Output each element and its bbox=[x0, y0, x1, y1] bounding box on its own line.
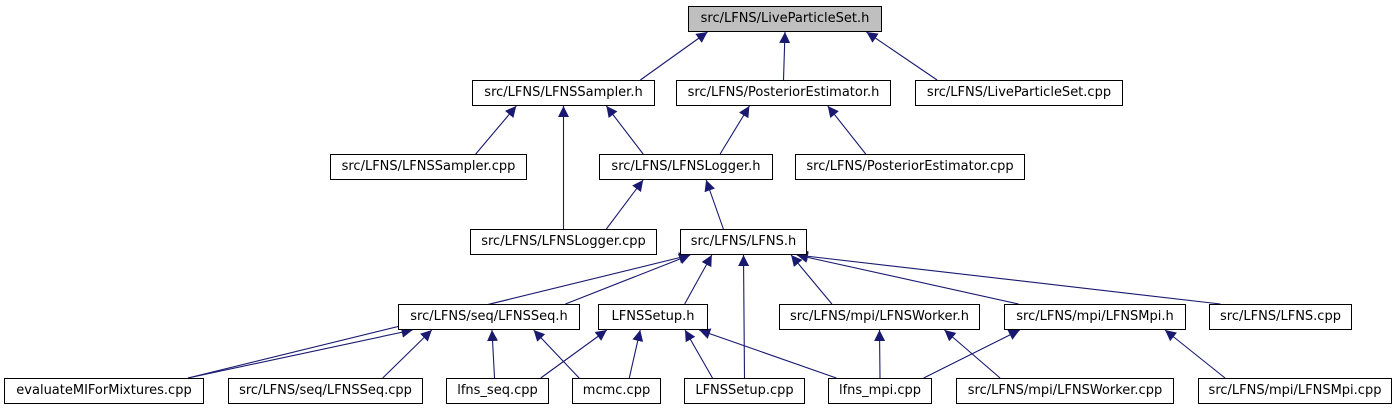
node-liveparticleset-h: src/LFNS/LiveParticleSet.h bbox=[688, 6, 882, 32]
edge-lfns_seq_cpp-to-lfnsseq_h bbox=[487, 329, 499, 379]
node-posteriorestimator-h[interactable]: src/LFNS/PosteriorEstimator.h bbox=[676, 80, 891, 106]
edge-lfnssampler_cpp-to-lfnssampler_h bbox=[475, 105, 517, 155]
edge-liveparticleset_cpp-to-liveparticleset_h bbox=[866, 31, 938, 81]
edge-lfnsmpi_cpp-to-lfnsmpi_h bbox=[1164, 329, 1226, 379]
node-lfns-seq-cpp[interactable]: lfns_seq.cpp bbox=[446, 378, 549, 404]
node-lfnssetup-h[interactable]: LFNSSetup.h bbox=[598, 304, 708, 330]
edge-lfnslogger_cpp-to-lfnslogger_h bbox=[605, 179, 644, 230]
edge-lfnsseq_cpp-to-lfnsseq_h bbox=[382, 329, 433, 379]
edge-lfnssetup_h-to-lfns_h bbox=[684, 254, 713, 305]
edge-lfnsseq_h-to-lfns_h bbox=[565, 253, 691, 305]
edge-evaluatemi_cpp-to-lfnsseq_h bbox=[187, 326, 413, 379]
edge-lfns_seq_cpp-to-lfnssetup_h bbox=[540, 329, 608, 379]
node-liveparticleset-cpp[interactable]: src/LFNS/LiveParticleSet.cpp bbox=[915, 80, 1123, 106]
node-lfnslogger-cpp[interactable]: src/LFNS/LFNSLogger.cpp bbox=[470, 229, 657, 255]
node-lfnssetup-cpp[interactable]: LFNSSetup.cpp bbox=[684, 378, 805, 404]
node-lfnsworker-cpp[interactable]: src/LFNS/mpi/LFNSWorker.cpp bbox=[956, 378, 1174, 404]
edge-lfnslogger_h-to-lfnssampler_h bbox=[605, 105, 644, 155]
node-lfnssampler-h[interactable]: src/LFNS/LFNSSampler.h bbox=[472, 80, 655, 106]
edge-mcmc_cpp-to-lfnssetup_h bbox=[628, 329, 644, 379]
edge-lfnsmpi_h-to-lfns_h bbox=[796, 252, 1019, 305]
edge-lfnssampler_h-to-liveparticleset_h bbox=[640, 31, 708, 81]
node-lfnsseq-cpp[interactable]: src/LFNS/seq/LFNSSeq.cpp bbox=[228, 378, 423, 404]
edge-lfns_mpi_cpp-to-lfnsworker_h bbox=[874, 329, 886, 379]
edge-posteriorestimator_h-to-liveparticleset_h bbox=[779, 31, 791, 81]
node-lfnsseq-h[interactable]: src/LFNS/seq/LFNSSeq.h bbox=[398, 304, 580, 330]
edge-lfns_mpi_cpp-to-lfnsmpi_h bbox=[923, 329, 1020, 379]
edge-lfns_h-to-lfnslogger_h bbox=[704, 179, 724, 230]
node-lfns-h[interactable]: src/LFNS/LFNS.h bbox=[680, 229, 807, 255]
edge-lfnslogger_h-to-posteriorestimator_h bbox=[719, 105, 750, 155]
node-lfnslogger-h[interactable]: src/LFNS/LFNSLogger.h bbox=[599, 154, 773, 180]
edge-lfnssetup_cpp-to-lfnssetup_h bbox=[684, 329, 713, 379]
edge-lfnsworker_h-to-lfns_h bbox=[790, 254, 833, 305]
node-lfnsworker-h[interactable]: src/LFNS/mpi/LFNSWorker.h bbox=[779, 304, 980, 330]
edge-lfnssetup_cpp-to-lfns_h bbox=[738, 254, 750, 379]
node-posteriorestimator-cpp[interactable]: src/LFNS/PosteriorEstimator.cpp bbox=[795, 154, 1025, 180]
node-mcmc-cpp[interactable]: mcmc.cpp bbox=[572, 378, 661, 404]
node-evaluatemiformixtures-cpp[interactable]: evaluateMIForMixtures.cpp bbox=[4, 378, 204, 404]
edge-lfns_cpp-to-lfns_h bbox=[796, 250, 1221, 305]
node-lfns-mpi-cpp[interactable]: lfns_mpi.cpp bbox=[828, 378, 932, 404]
node-lfnsmpi-cpp[interactable]: src/LFNS/mpi/LFNSMpi.cpp bbox=[1198, 378, 1392, 404]
node-lfnsmpi-h[interactable]: src/LFNS/mpi/LFNSMpi.h bbox=[1004, 304, 1186, 330]
edge-lfns_mpi_cpp-to-lfnssetup_h bbox=[699, 328, 837, 379]
node-lfns-cpp[interactable]: src/LFNS/LFNS.cpp bbox=[1209, 304, 1352, 330]
edge-posteriorestimator_cpp-to-posteriorestimator_h bbox=[827, 105, 867, 155]
edge-mcmc_cpp-to-lfnsseq_h bbox=[533, 329, 580, 379]
node-lfnssampler-cpp[interactable]: src/LFNS/LFNSSampler.cpp bbox=[330, 154, 527, 180]
